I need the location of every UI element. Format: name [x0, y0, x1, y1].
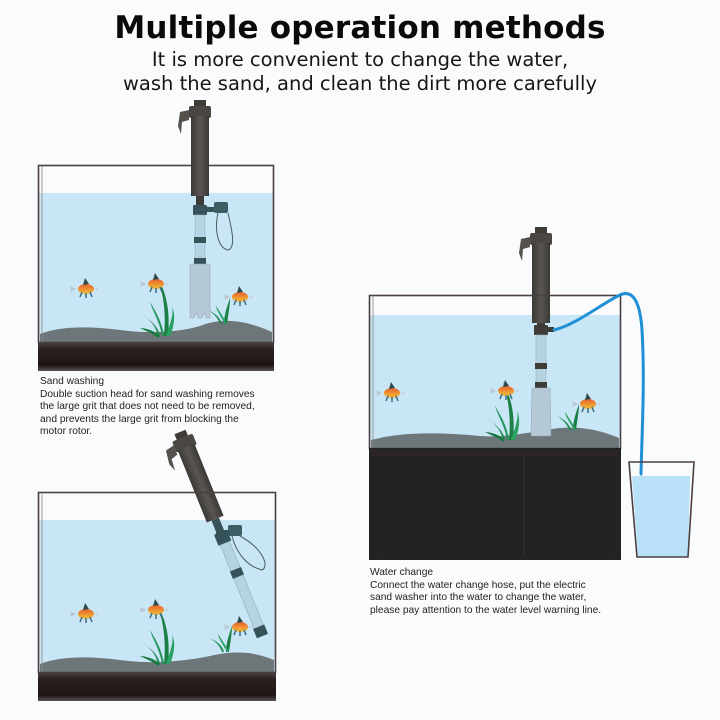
water	[38, 193, 274, 342]
tank-sand-washing	[37, 100, 275, 371]
caption-title: Water change	[370, 567, 434, 578]
sand	[371, 427, 619, 448]
aquarium-cabinet	[369, 448, 621, 560]
water-change-hose	[552, 292, 645, 476]
caption-line: motor rotor.	[40, 426, 93, 438]
water	[38, 520, 276, 672]
tank-water-change	[368, 227, 695, 560]
tank-angled-cleaning	[37, 429, 277, 701]
subtitle-line-2: wash the sand, and clean the dirt more c…	[122, 72, 597, 95]
sand	[40, 320, 272, 342]
water-cup	[628, 461, 695, 558]
water	[369, 315, 621, 448]
caption-sand-washing: Sand washing Double suction head for san…	[40, 376, 300, 439]
sand-washer-device	[178, 100, 234, 319]
caption-line: Connect the water change hose, put the e…	[370, 579, 586, 591]
caption-line: the large grit that does not need to be …	[40, 401, 255, 413]
page-subtitle: It is more convenient to change the wate…	[0, 48, 720, 96]
caption-line: Double suction head for sand washing rem…	[40, 388, 255, 400]
sand-washer-device-angled	[165, 429, 268, 639]
subtitle-line-1: It is more convenient to change the wate…	[151, 48, 569, 71]
sand-washer-device	[519, 227, 554, 437]
tank-base	[38, 672, 276, 701]
page-title: Multiple operation methods	[114, 10, 606, 46]
caption-line: please pay attention to the water level …	[370, 604, 602, 616]
caption-water-change: Water change Connect the water change ho…	[370, 567, 670, 617]
caption-line: and prevents the large grit from blockin…	[40, 413, 239, 425]
caption-line: sand washer into the water to change the…	[370, 592, 587, 604]
tank-base	[38, 342, 274, 371]
caption-title: Sand washing	[40, 376, 105, 387]
